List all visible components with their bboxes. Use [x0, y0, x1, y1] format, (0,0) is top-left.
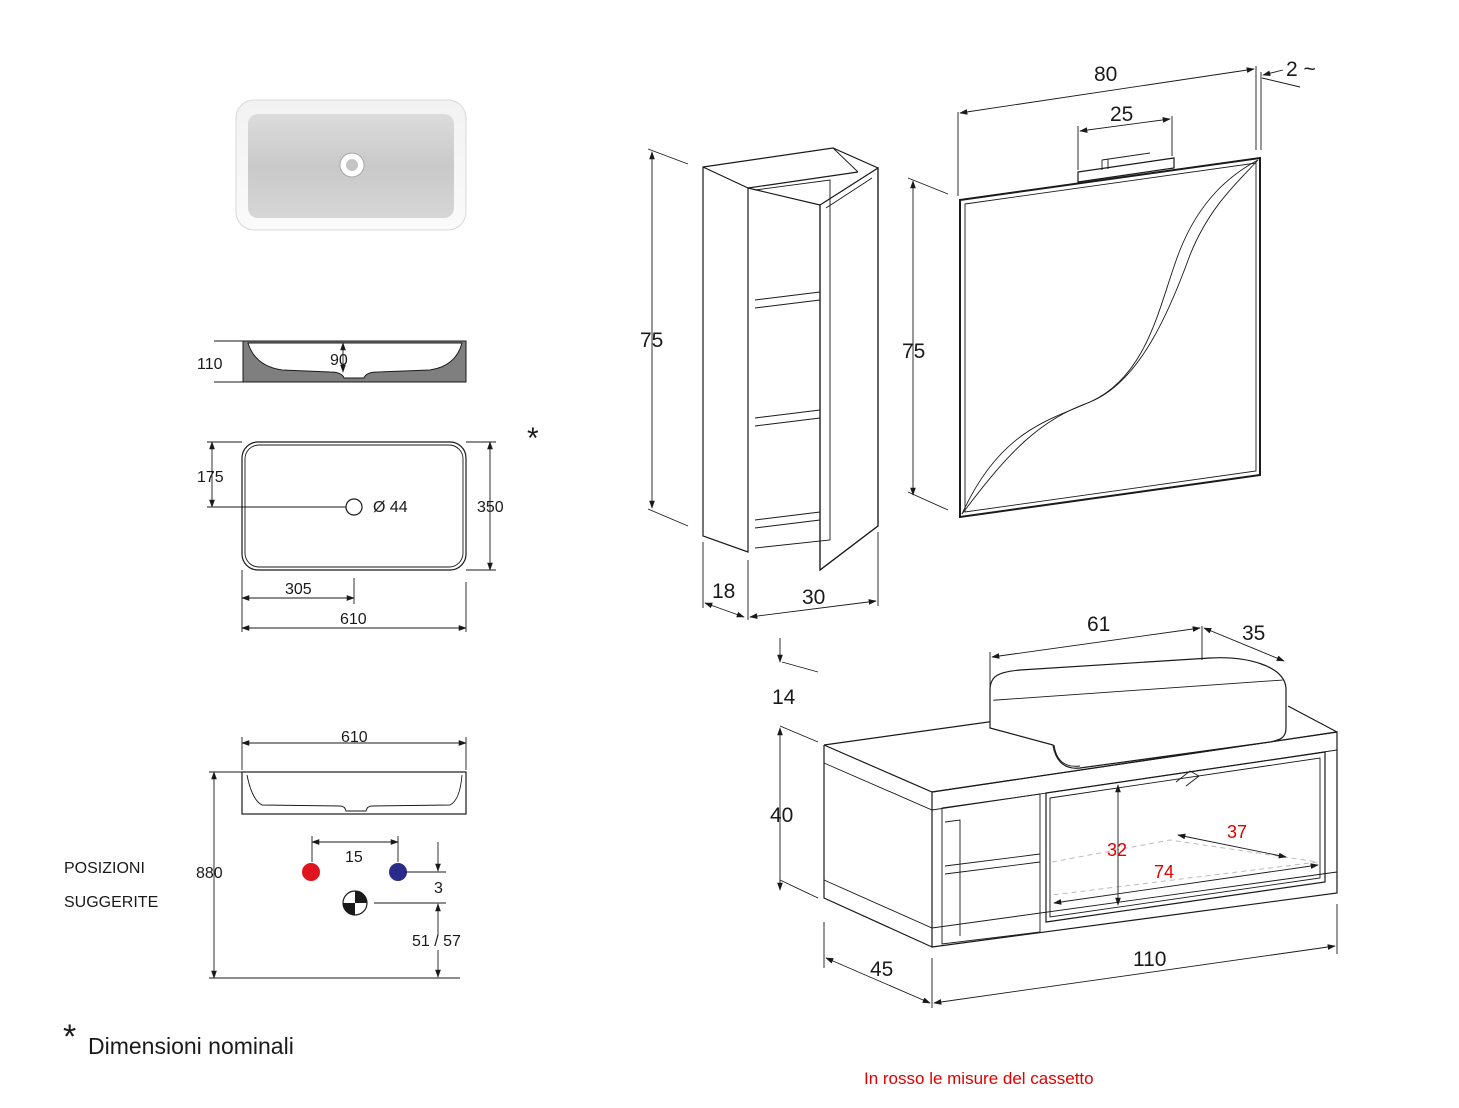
basin-render: [235, 99, 467, 231]
basin-top-view: [207, 441, 496, 632]
drain-height-label: 51 / 57: [412, 933, 461, 950]
basin-front-view: [209, 737, 467, 979]
vanity-basin-height-label: 14: [772, 686, 796, 709]
lamp-width-label: 25: [1110, 103, 1133, 126]
column-width-label: 30: [802, 586, 825, 609]
mirror: [907, 66, 1301, 519]
basin-width-label: 350: [477, 499, 504, 516]
basin-side-section: [214, 340, 467, 383]
basin-total-height-label: 880: [196, 865, 223, 882]
tap-spacing-label: 15: [345, 849, 363, 866]
basin-front-length-label: 610: [341, 729, 368, 746]
vanity-basin: [989, 657, 1287, 769]
positions-label-2: SUGGERITE: [64, 894, 158, 911]
basin-offset-y-label: 175: [197, 469, 224, 486]
column-height-label: 75: [640, 329, 663, 352]
hole-offset-x-label: 305: [285, 581, 312, 598]
nominal-note: Dimensioni nominali: [88, 1033, 294, 1059]
vanity-basin-length-label: 61: [1087, 613, 1110, 636]
column-cabinet: [647, 147, 879, 620]
nominal-asterisk: *: [63, 1018, 76, 1056]
drawer-note: In rosso le misure del cassetto: [864, 1069, 1094, 1088]
basin-side-height-label: 110: [197, 356, 223, 373]
vanity-depth-label: 45: [870, 958, 893, 981]
mirror-height-label: 75: [902, 340, 925, 363]
cold-tap-icon: [389, 863, 407, 881]
vanity-basin-depth-label: 35: [1242, 622, 1265, 645]
drain-hole-icon: [345, 498, 363, 516]
basin-asterisk: *: [527, 422, 539, 455]
vanity-width-label: 110: [1133, 948, 1166, 971]
basin-length-label: 610: [340, 611, 367, 628]
basin-side-depth-label: 90: [330, 352, 348, 369]
mirror-width-label: 80: [1094, 63, 1117, 86]
drawer-depth-label: 37: [1227, 822, 1247, 842]
drawer-width-label: 74: [1154, 862, 1174, 882]
drain-position-icon: [342, 890, 368, 916]
drawer-height-label: 32: [1107, 840, 1127, 860]
hot-tap-icon: [302, 863, 320, 881]
column-depth-label: 18: [712, 580, 735, 603]
mirror-offset-label: 2 ~: [1286, 58, 1316, 81]
hole-diameter-label: Ø 44: [373, 499, 408, 516]
vanity-cabinet: [777, 626, 1338, 1008]
vanity-cabinet-height-label: 40: [770, 804, 793, 827]
positions-label-1: POSIZIONI: [64, 860, 145, 877]
mirror-lamp-icon: [1077, 152, 1175, 183]
tap-offset-label: 3: [434, 880, 443, 897]
